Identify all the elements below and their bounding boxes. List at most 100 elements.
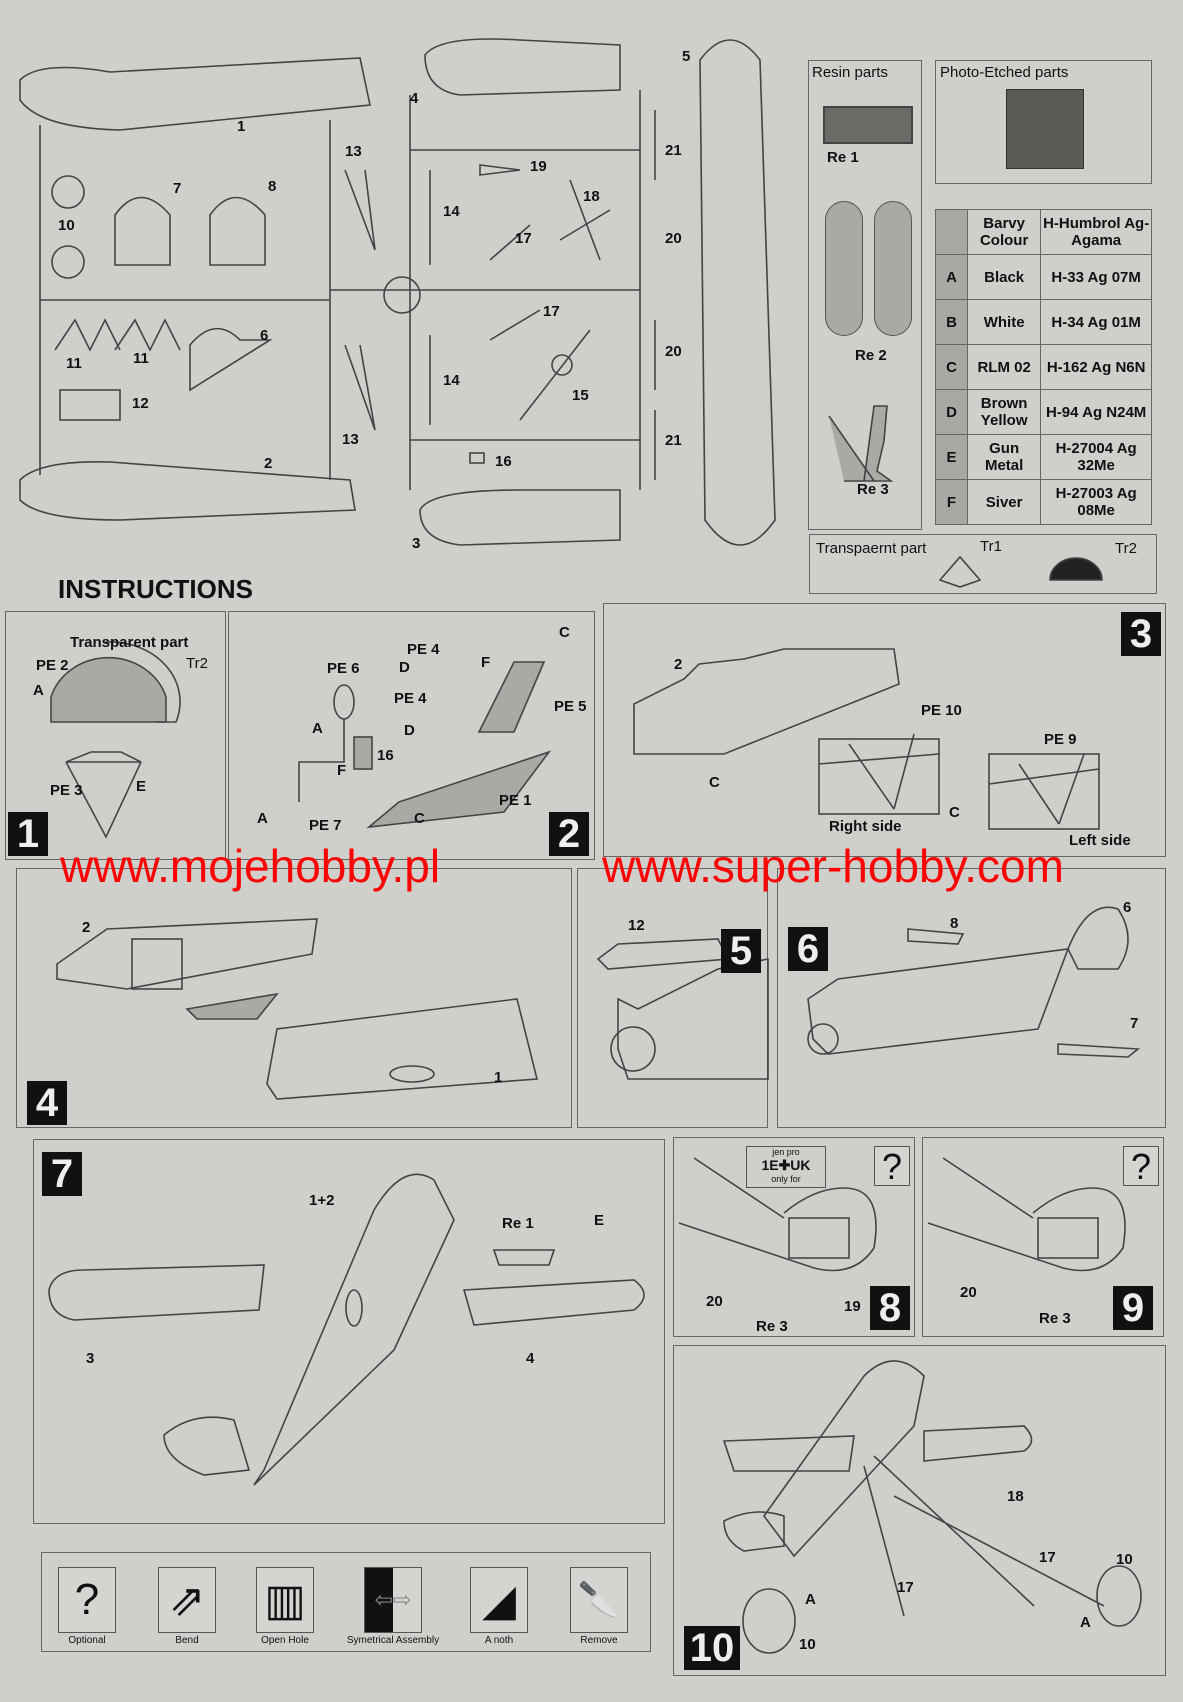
- photo-etched-fret-image: [1006, 89, 1084, 169]
- legend-optional: ?Optional: [42, 1567, 132, 1646]
- callout-label: E: [594, 1212, 605, 1229]
- callout-label: PE 9: [1044, 731, 1077, 748]
- part-number: 16: [495, 453, 512, 470]
- symmetric-arrows-icon: ⇦⇨: [364, 1567, 422, 1633]
- colour-key: A: [935, 254, 968, 300]
- drawing-stroke: [818, 738, 940, 815]
- table-corner: [935, 209, 968, 255]
- part-number: 11: [66, 355, 82, 372]
- drawing-stroke: [469, 452, 485, 464]
- legend-notch: ◢A noth: [454, 1567, 544, 1646]
- drawing-stroke: [923, 1425, 1033, 1462]
- drill-icon: ▥: [256, 1567, 314, 1633]
- callout-label: 7: [1130, 1015, 1139, 1032]
- callout-label: A: [312, 720, 323, 737]
- drawing-stroke: [345, 1289, 363, 1327]
- drawing-stroke: [114, 196, 171, 266]
- callout-label: 10: [799, 1636, 816, 1653]
- resin-part-re2-image: [874, 201, 912, 336]
- drawing-stroke: [56, 918, 318, 990]
- step-5-panel: 12 5: [577, 868, 769, 1128]
- callout-label: D: [399, 659, 410, 676]
- legend-label: Remove: [580, 1635, 618, 1646]
- colour-key: F: [935, 479, 968, 525]
- step-8-panel: jen pro 1E✚UK only for ? 20 Re 3 19 8: [673, 1137, 915, 1337]
- optional-icon: ?: [1123, 1146, 1159, 1187]
- drawing-stroke: [48, 1264, 265, 1321]
- part-number: 13: [342, 431, 359, 448]
- resin-part-re3-drawing: [828, 405, 894, 482]
- step-6-panel: 8 6 7 6: [777, 868, 1166, 1128]
- drawing-stroke: [65, 751, 142, 839]
- part-number: 1: [237, 118, 246, 135]
- callout-label: E: [136, 778, 147, 795]
- part-number: 14: [443, 372, 460, 389]
- drawing-stroke: [56, 918, 539, 1100]
- callout-label: Transparent part: [70, 634, 189, 651]
- callout-label: A: [805, 1591, 816, 1608]
- drawing-stroke: [699, 39, 776, 546]
- drawing-stroke: [389, 1065, 435, 1083]
- drawing-stroke: [489, 179, 611, 261]
- step-number: 10: [684, 1626, 740, 1670]
- callout-label: Re 3: [1039, 1310, 1071, 1327]
- drawing-stroke: [807, 906, 1141, 1058]
- callout-label: D: [404, 722, 415, 739]
- drawing-stroke: [807, 948, 1070, 1055]
- colour-code: H-27003 Ag 08Me: [1040, 479, 1152, 525]
- step-number: 4: [27, 1081, 67, 1125]
- callout-label: PE 5: [554, 698, 587, 715]
- part-number: 8: [268, 178, 277, 195]
- part-number: 3: [412, 535, 421, 552]
- drawing-stroke: [344, 169, 376, 431]
- drawing-stroke: [492, 1249, 556, 1266]
- drawing-stroke: [927, 1157, 1126, 1272]
- legend-bend: ⇗Bend: [142, 1567, 232, 1646]
- part-number: 6: [260, 327, 269, 344]
- part-number: 4: [410, 90, 419, 107]
- resin-part-label: Re 3: [857, 481, 889, 498]
- step-1-panel: Transparent part PE 2 Tr2 A PE 3 E 1: [5, 611, 226, 860]
- drawing-stroke: [59, 389, 121, 421]
- part-number: 11: [133, 350, 149, 367]
- part-number: 20: [665, 230, 682, 247]
- transparent-parts-box: Transpaernt part Tr1 Tr2: [809, 534, 1157, 594]
- drawing-stroke: [353, 736, 373, 770]
- drawing-stroke: [209, 196, 266, 266]
- step-9-panel: ? 20 Re 3 9: [922, 1137, 1164, 1337]
- callout-label: 4: [526, 1350, 535, 1367]
- colour-key: D: [935, 389, 968, 435]
- callout-label: 17: [1039, 1549, 1056, 1566]
- sprue-drawing: [19, 38, 776, 546]
- callout-label: Tr2: [186, 655, 208, 672]
- note-top: jen pro: [772, 1147, 800, 1157]
- drawing-stroke: [19, 57, 371, 131]
- drawing-stroke: [19, 461, 356, 521]
- legend-label: Optional: [68, 1635, 106, 1646]
- callout-label: C: [709, 774, 720, 791]
- drawing-stroke: [424, 38, 621, 96]
- drawing-stroke: [185, 992, 279, 1020]
- part-number: 21: [665, 432, 682, 449]
- callout-label: PE 10: [921, 702, 962, 719]
- callout-label: PE 4: [394, 690, 427, 707]
- part-number: 20: [665, 343, 682, 360]
- colour-key: C: [935, 344, 968, 390]
- drawing-stroke: [763, 1360, 925, 1558]
- drawing-stroke: [333, 684, 355, 720]
- callout-label: 16: [377, 747, 394, 764]
- callout-label: 18: [1007, 1488, 1024, 1505]
- drawing-stroke: [722, 1435, 855, 1472]
- drawing-stroke: [1096, 1565, 1142, 1627]
- colour-name: White: [966, 299, 1042, 345]
- callout-label: A: [257, 810, 268, 827]
- callout-label: C: [414, 810, 425, 827]
- drawing-stroke: [633, 648, 1100, 830]
- resin-part-label: Re 1: [827, 149, 859, 166]
- callout-label: 6: [1123, 899, 1132, 916]
- table-header: H-Humbrol Ag- Agama: [1040, 209, 1152, 255]
